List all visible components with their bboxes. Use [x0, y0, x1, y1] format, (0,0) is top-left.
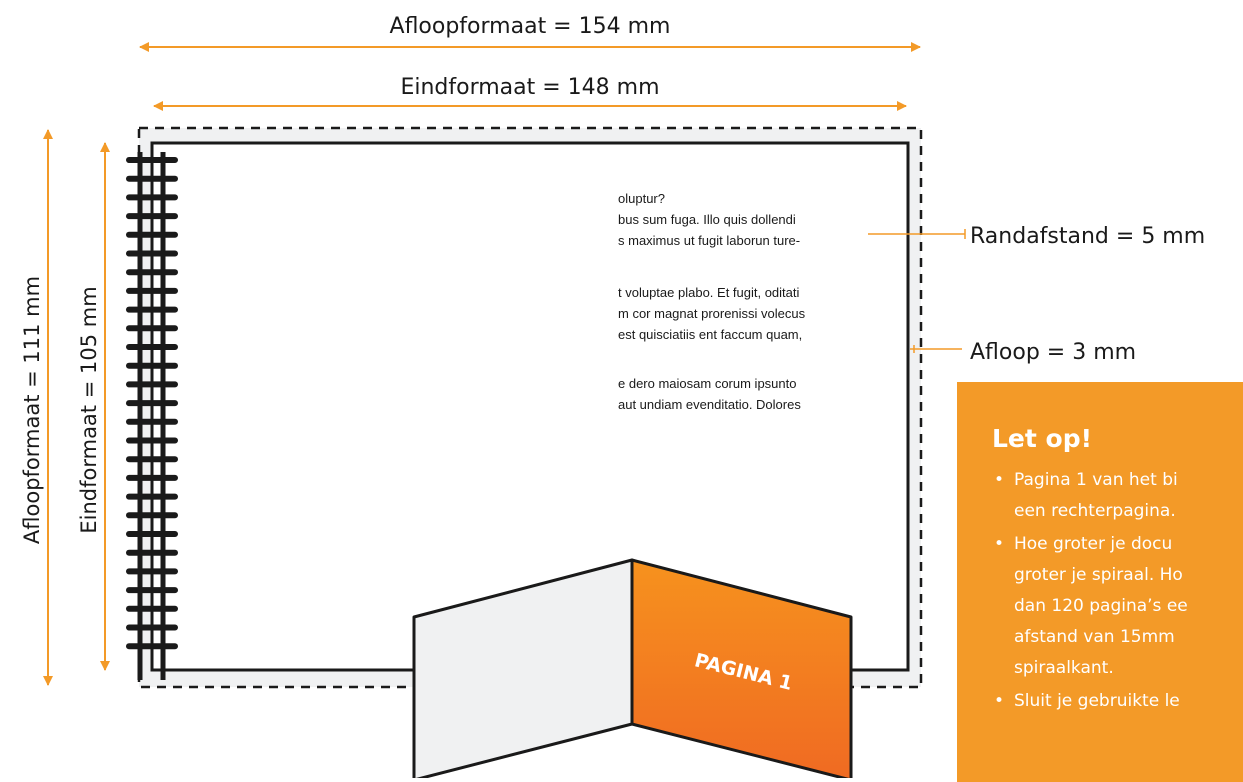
- sample-text-line: aut undiam evenditatio. Dolores: [618, 397, 801, 412]
- note-item-line: spiraalkant.: [1014, 658, 1114, 678]
- bleed-width-label: Afloopformaat = 154 mm: [390, 14, 671, 39]
- spiral-coil: [126, 157, 178, 163]
- spiral-coil: [126, 213, 178, 220]
- spiral-coil: [126, 549, 178, 556]
- spiral-coil: [126, 568, 178, 575]
- folded-page-illustration: PAGINA 1: [412, 558, 853, 778]
- spiral-coil: [126, 325, 178, 332]
- spiral-coil: [126, 493, 178, 500]
- safe-margin-label: Randafstand = 5 mm: [970, 224, 1205, 249]
- sample-text-line: s maximus ut fugit laborun ture-: [618, 233, 800, 248]
- sample-text-line: m cor magnat prorenissi volecus: [618, 306, 806, 321]
- note-item-line: Hoe groter je docu: [1014, 534, 1173, 554]
- sample-text-line: t voluptae plabo. Et fugit, oditati: [618, 285, 800, 300]
- spiral-coil: [126, 306, 178, 313]
- sample-text-line: est quisciatiis ent faccum quam,: [618, 327, 802, 342]
- sample-text-line: e dero maiosam corum ipsunto: [618, 376, 796, 391]
- spiral-coil: [126, 605, 178, 612]
- spiral-coil: [126, 456, 178, 463]
- spiral-coil: [126, 437, 178, 444]
- spiral-coil: [126, 231, 178, 238]
- note-item-line: een rechterpagina.: [1014, 501, 1176, 521]
- note-item-line: Pagina 1 van het bi: [1014, 470, 1178, 490]
- note-item-line: dan 120 pagina’s ee: [1014, 596, 1188, 616]
- spiral-coil: [126, 287, 178, 294]
- spiral-coil: [126, 474, 178, 481]
- note-list: Pagina 1 van het bi een rechterpagina. Hoe…: [992, 465, 1243, 717]
- note-title: Let op!: [992, 424, 1093, 453]
- spiral-coil: [126, 344, 178, 350]
- spiral-coil: [126, 269, 178, 276]
- trim-height-label: Eindformaat = 105 mm: [77, 286, 101, 533]
- folded-page-right: [630, 558, 853, 778]
- spiral-coil: [126, 381, 178, 388]
- spiral-coil: [126, 362, 178, 369]
- spiral-coil: [126, 531, 178, 537]
- note-item-line: Sluit je gebruikte le: [1014, 691, 1180, 711]
- note-item-line: afstand van 15mm: [1014, 627, 1175, 647]
- spiral-coil: [126, 418, 178, 425]
- bleed-height-label: Afloopformaat = 111 mm: [20, 276, 44, 544]
- spiral-coil: [126, 624, 178, 631]
- spiral-coil: [126, 587, 178, 594]
- note-item: Sluit je gebruikte le: [992, 686, 1243, 717]
- note-item-line: groter je spiraal. Ho: [1014, 565, 1183, 585]
- trim-width-label: Eindformaat = 148 mm: [400, 75, 659, 100]
- spiral-coil: [126, 194, 178, 201]
- note-item: Hoe groter je docu groter je spiraal. Ho d…: [992, 529, 1243, 684]
- bleed-label: Afloop = 3 mm: [970, 340, 1136, 365]
- sample-text-line: oluptur?: [618, 191, 665, 206]
- note-item: Pagina 1 van het bi een rechterpagina.: [992, 465, 1243, 527]
- spiral-binding: [126, 152, 178, 680]
- trim-page: [150, 141, 910, 672]
- spiral-coil: [126, 175, 178, 182]
- note-box: Let op! Pagina 1 van het bi een rechterpa…: [957, 382, 1243, 782]
- sample-text-line: bus sum fuga. Illo quis dollendi: [618, 212, 796, 227]
- spiral-coil: [126, 512, 178, 519]
- spiral-coil: [126, 400, 178, 407]
- spiral-coil: [126, 643, 178, 650]
- spiral-coil: [126, 250, 178, 257]
